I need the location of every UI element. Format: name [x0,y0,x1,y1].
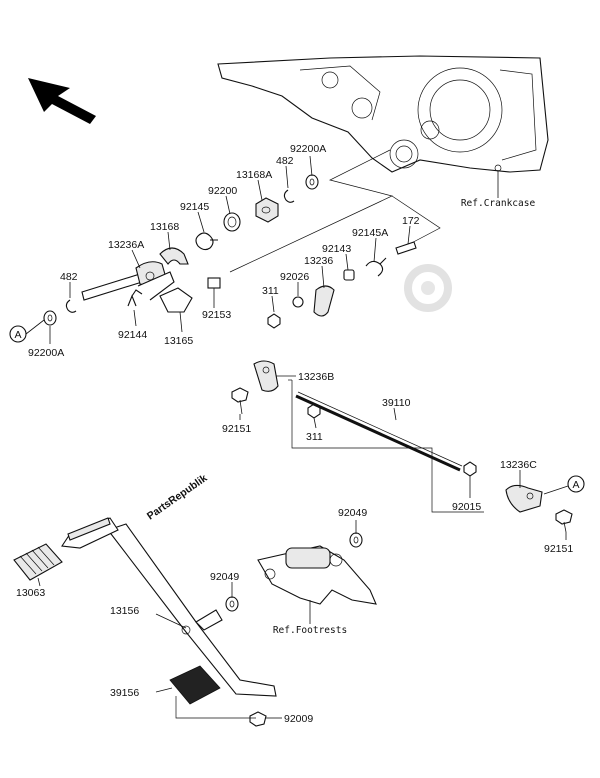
arm-13236B [253,360,279,392]
circlip-482-top [283,189,295,203]
washer-92049-left [225,596,239,612]
label-92151-right: 92151 [544,543,573,555]
shift-shaft-13236A [81,261,175,301]
collar-13168 [159,247,189,265]
foot-peg-shaft [61,517,119,549]
label-92049-left: 92049 [210,571,239,583]
collar-13168A [255,197,279,223]
label-482-top: 482 [276,155,294,167]
label-39110: 39110 [382,397,411,409]
label-92049-top: 92049 [338,507,367,519]
label-13236C: 13236C [500,459,537,471]
pedal-13156 [107,523,277,697]
spring-92144 [127,289,143,307]
label-92145A: 92145A [352,227,388,239]
label-13168: 13168 [150,221,179,233]
footrest-bracket [257,545,377,605]
washer-92200A-top [305,174,319,190]
bolt-92151-left [231,387,249,415]
crankcase-outline [217,55,549,173]
label-92151-left: 92151 [222,423,251,435]
label-13236B: 13236B [298,371,334,383]
label-13156: 13156 [110,605,139,617]
label-92144: 92144 [118,329,147,341]
washer-92026 [292,296,304,308]
washer-92200A-left [43,310,57,326]
nut-311-top [267,313,281,329]
bolt-92009 [249,711,267,727]
marker-a-right-text: A [572,479,579,491]
label-39156: 39156 [110,687,139,699]
label-13063: 13063 [16,587,45,599]
label-92026: 92026 [280,271,309,283]
label-92015: 92015 [452,501,481,513]
part-labels: 92200A 482 13168A 92200 92145 13168 1323… [16,143,573,725]
tie-rod-39110 [295,391,463,472]
ref-crankcase-label: Ref.Crankcase [461,198,536,209]
linkage-guide-box [288,379,484,513]
ring-92200 [223,212,241,232]
label-482-left: 482 [60,271,78,283]
label-92200: 92200 [208,185,237,197]
watermark: PartsRepublik [145,472,210,522]
watermark-text: PartsRepublik [145,472,210,522]
label-311-top: 311 [262,285,279,297]
spring-92145A [365,257,387,277]
pad-39156 [169,665,221,705]
nut-92015 [463,461,477,477]
watermark-gear-icon [404,264,452,312]
label-13236: 13236 [304,255,333,267]
pin-172 [395,241,417,255]
bolt-92153 [207,277,221,298]
marker-a-left: A [9,319,45,343]
label-92145: 92145 [180,201,209,213]
arm-13236C [505,484,543,513]
pad-guide-line [175,696,256,719]
marker-a-right: A [543,475,585,495]
collar-92143 [343,269,355,281]
ref-footrests-label: Ref.Footrests [273,625,347,636]
label-92153: 92153 [202,309,231,321]
lever-13236 [313,285,335,317]
label-13236A: 13236A [108,239,144,251]
leader-lines [37,155,567,719]
shaft-guide-lines [229,149,441,273]
marker-a-left-text: A [14,329,21,341]
rubber-13063 [13,543,63,581]
label-92143: 92143 [322,243,351,255]
label-13165: 13165 [164,335,193,347]
front-arrow-icon [28,78,96,124]
bolt-92151-right [555,509,573,533]
spring-92145 [195,232,218,251]
label-172: 172 [402,215,420,227]
circlip-482-left [65,299,77,313]
plate-13165 [159,287,193,313]
label-311-mid: 311 [306,431,323,443]
label-92200A-top: 92200A [290,143,326,155]
label-92200A-left: 92200A [28,347,64,359]
label-92009: 92009 [284,713,313,725]
washer-92049-top [349,532,363,548]
label-13168A: 13168A [236,169,272,181]
